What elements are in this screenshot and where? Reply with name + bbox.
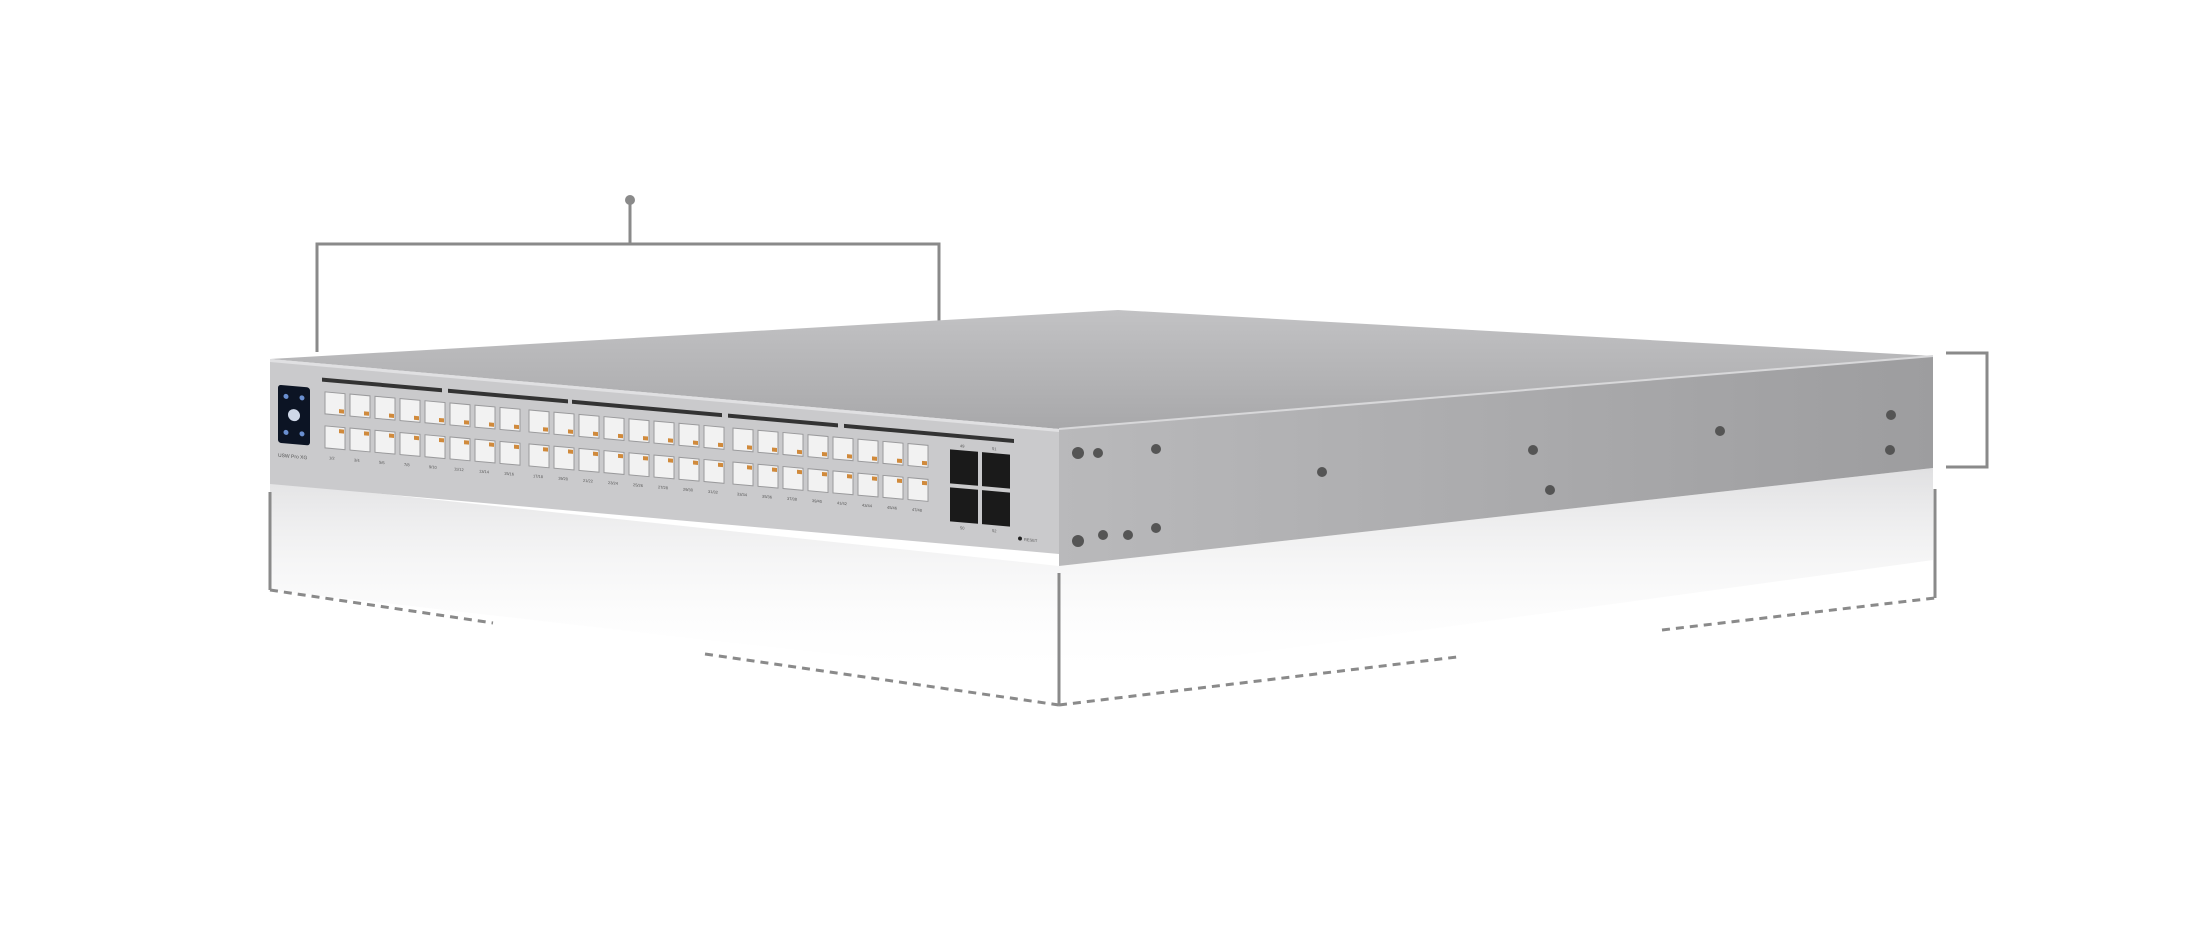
- port-led: [643, 456, 648, 461]
- rj45-ports: [324, 391, 929, 502]
- port-label: 7/8: [404, 462, 410, 468]
- port-led: [514, 424, 519, 430]
- port-led: [847, 474, 852, 479]
- port-led: [897, 478, 902, 484]
- port-led: [464, 420, 469, 425]
- port-label: 29/30: [683, 487, 694, 493]
- port-led: [872, 476, 877, 481]
- sfp-ports: 49 51 50 52: [950, 443, 1010, 534]
- height-dimension-bracket: [1946, 351, 1989, 469]
- port-label: 19/20: [558, 476, 569, 482]
- port-led: [643, 436, 648, 441]
- port-label: 1/2: [329, 455, 335, 461]
- port-led: [847, 454, 852, 459]
- port-led: [693, 460, 698, 465]
- sfp-label: 51: [992, 446, 997, 451]
- port-led: [439, 437, 444, 443]
- port-label: 27/28: [658, 484, 669, 490]
- port-led: [339, 409, 344, 414]
- port-label: 5/6: [379, 460, 385, 466]
- reset-label: RESET: [1024, 537, 1038, 543]
- floor-reflection: [270, 468, 1933, 680]
- port-led: [922, 460, 927, 466]
- port-led: [514, 444, 519, 450]
- port-led: [543, 427, 548, 432]
- front-panel: USW Pro XG 1/2 3/4 5/6 7/8 9/10 11/12 13/14 15/…: [270, 359, 1059, 554]
- port-led: [718, 462, 723, 468]
- port-led: [414, 415, 419, 421]
- port-led: [822, 451, 827, 457]
- chassis-top: [270, 310, 1933, 429]
- reset-button[interactable]: [1018, 536, 1022, 541]
- port-led: [568, 449, 573, 454]
- port-label: 41/42: [837, 500, 848, 506]
- port-led: [389, 433, 394, 438]
- port-label: 15/16: [504, 471, 515, 477]
- port-led: [364, 431, 369, 436]
- port-label: 13/14: [479, 469, 490, 475]
- sfp-port[interactable]: [950, 449, 978, 486]
- port-label: 47/48: [912, 507, 923, 513]
- sfp-label: 52: [992, 528, 997, 533]
- depth-dimension-lines: [268, 489, 1937, 707]
- side-screws: [1072, 410, 1896, 547]
- port-led: [772, 447, 777, 452]
- chassis-side: [1059, 356, 1933, 566]
- sfp-label: 49: [960, 443, 965, 448]
- port-led: [593, 431, 598, 437]
- port-led: [339, 429, 344, 434]
- port-led: [747, 465, 752, 470]
- port-led: [439, 417, 444, 423]
- port-led: [747, 445, 752, 450]
- port-label: 37/38: [787, 496, 798, 502]
- port-led: [364, 411, 369, 416]
- port-label: 31/32: [708, 489, 719, 495]
- port-led: [797, 469, 802, 475]
- port-label: 23/24: [608, 480, 619, 486]
- port-led: [668, 438, 673, 443]
- port-led: [772, 467, 777, 472]
- port-label: 11/12: [454, 466, 464, 472]
- model-label: USW Pro XG: [278, 453, 308, 462]
- port-led: [489, 422, 494, 427]
- vent-slots: [322, 377, 1014, 443]
- port-label: 3/4: [354, 457, 360, 463]
- port-label: 9/10: [429, 464, 438, 470]
- port-label: 21/22: [583, 478, 594, 484]
- sfp-label: 50: [960, 525, 965, 530]
- port-led: [872, 456, 877, 461]
- port-labels: 1/2 3/4 5/6 7/8 9/10 11/12 13/14 15/16 17/18 19/2…: [329, 455, 923, 513]
- port-led: [668, 458, 673, 463]
- port-led: [618, 453, 623, 459]
- sfp-port[interactable]: [950, 487, 978, 524]
- port-led: [389, 413, 394, 418]
- port-label: 39/40: [812, 498, 823, 504]
- port-led: [822, 471, 827, 477]
- port-label: 17/18: [533, 473, 544, 479]
- port-led: [718, 442, 723, 448]
- port-label: 43/44: [862, 503, 873, 509]
- port-led: [593, 451, 598, 457]
- port-led: [489, 442, 494, 447]
- sfp-port[interactable]: [982, 452, 1010, 489]
- port-led: [922, 480, 927, 486]
- port-led: [897, 458, 902, 464]
- port-led: [414, 435, 419, 441]
- port-led: [693, 440, 698, 445]
- port-label: 33/34: [737, 491, 748, 497]
- port-label: 25/26: [633, 482, 644, 488]
- port-label: 45/46: [887, 505, 898, 511]
- sfp-port[interactable]: [982, 490, 1010, 527]
- port-led: [797, 449, 802, 455]
- port-led: [464, 440, 469, 445]
- port-led: [543, 447, 548, 452]
- touch-display[interactable]: [278, 384, 310, 446]
- dimension-callout-dot: [625, 195, 635, 205]
- port-led: [568, 429, 573, 434]
- port-led: [618, 433, 623, 439]
- port-label: 35/36: [762, 494, 773, 500]
